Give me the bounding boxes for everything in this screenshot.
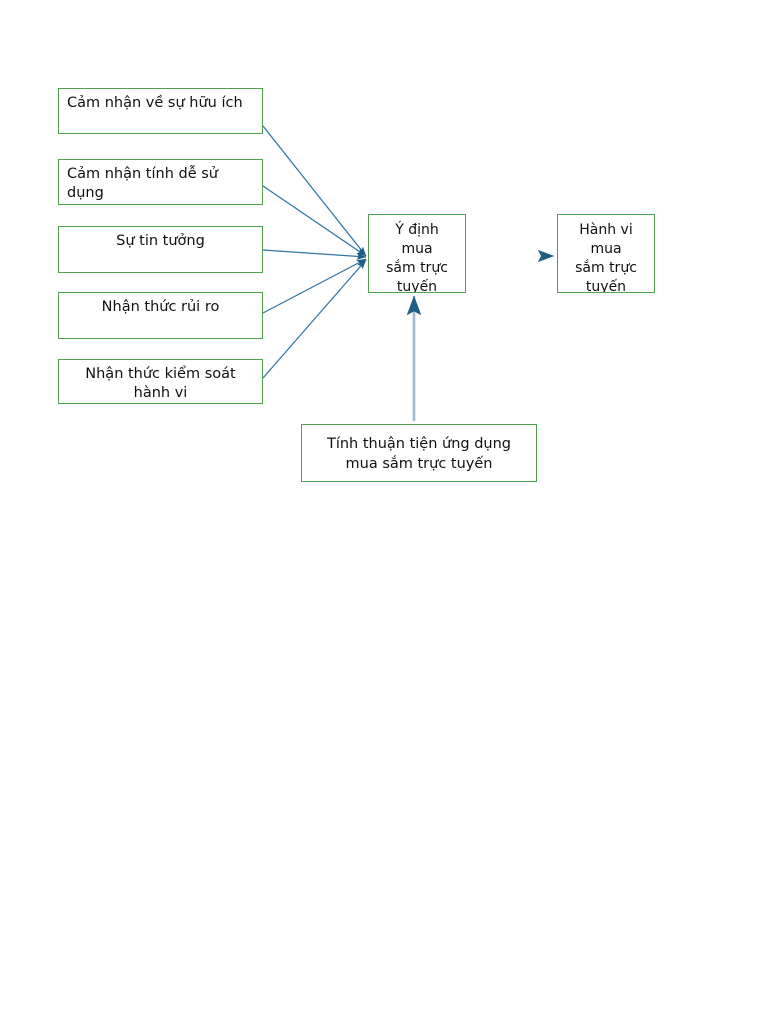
node-online-shopping-behavior[interactable]: Hành vi mua sắm trực tuyến [557, 214, 655, 293]
edge-control-to-intention [262, 259, 367, 379]
node-perceived-usefulness[interactable]: Cảm nhận về sự hữu ích [58, 88, 263, 134]
node-perceived-behavioral-control[interactable]: Nhận thức kiểm soát hành vi [58, 359, 263, 404]
edge-usefulness-to-intention [262, 125, 367, 257]
edge-ease-of-use-to-intention [262, 185, 367, 257]
node-label: Nhận thức rủi ro [101, 299, 220, 315]
node-app-convenience[interactable]: Tính thuận tiện ứng dụng mua sắm trực tu… [301, 424, 537, 482]
node-perceived-ease-of-use[interactable]: Cảm nhận tính dễ sử dụng [58, 159, 263, 205]
edge-risk-to-intention [262, 258, 367, 314]
node-label: Hành vi mua sắm trực tuyến [575, 222, 637, 293]
edge-trust-to-intention [262, 249, 367, 260]
node-label: Ý định mua sắm trực tuyến [386, 222, 448, 293]
node-trust[interactable]: Sự tin tưởng [58, 226, 263, 273]
node-label: Cảm nhận về sự hữu ích [67, 95, 243, 111]
node-label: Nhận thức kiểm soát hành vi [85, 366, 236, 402]
node-online-shopping-intention[interactable]: Ý định mua sắm trực tuyến [368, 214, 466, 293]
node-label: Sự tin tưởng [116, 233, 205, 249]
node-label: Tính thuận tiện ứng dụng mua sắm trực tu… [326, 436, 512, 473]
node-label: Cảm nhận tính dễ sử dụng [67, 166, 218, 202]
node-perceived-risk[interactable]: Nhận thức rủi ro [58, 292, 263, 339]
